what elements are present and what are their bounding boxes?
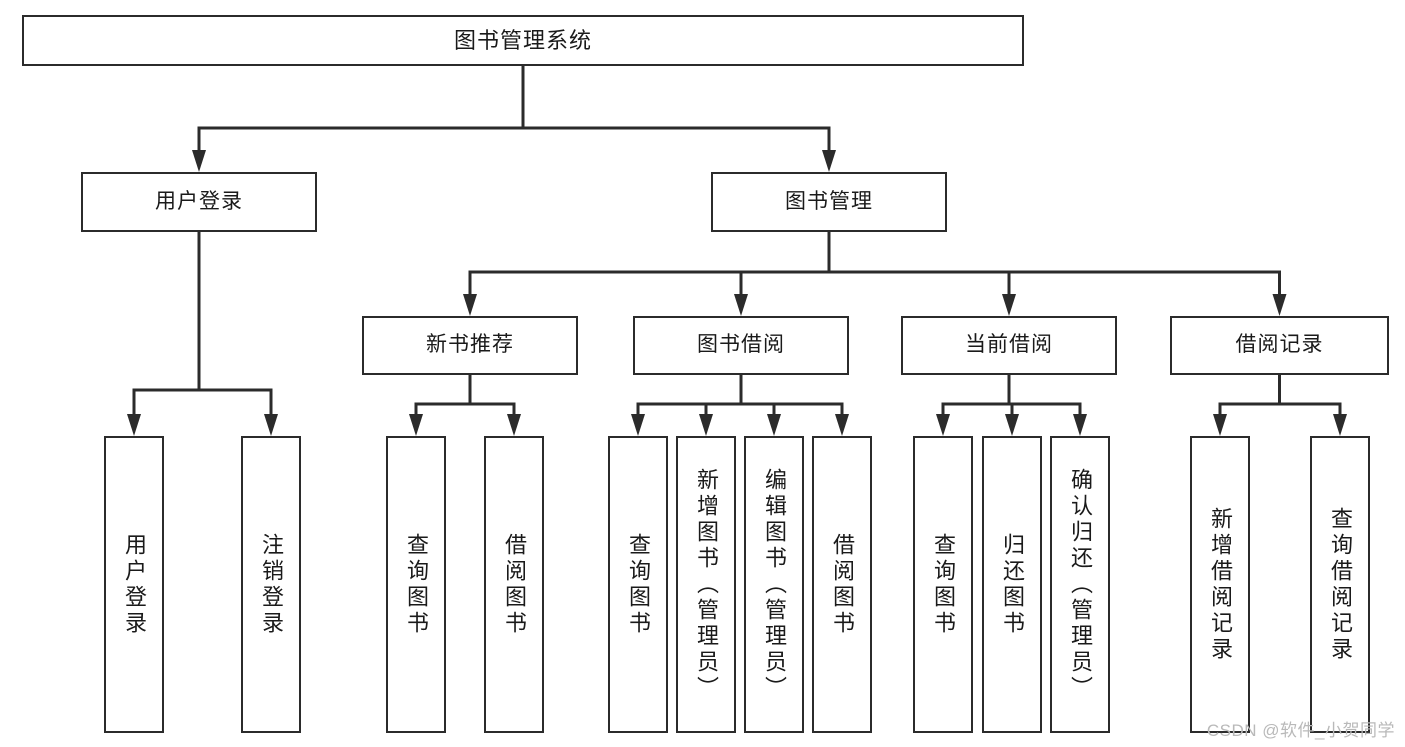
node-label: 确认归还（管理员） — [1067, 467, 1093, 702]
node-leaf-cur-return[interactable]: 归还图书 — [982, 436, 1042, 733]
arrowhead-icon — [409, 414, 423, 436]
node-leaf-book-add[interactable]: 新增图书（管理员） — [676, 436, 736, 733]
arrowhead-icon — [767, 414, 781, 436]
node-leaf-book-edit[interactable]: 编辑图书（管理员） — [744, 436, 804, 733]
node-label: 查询图书 — [403, 532, 429, 637]
node-leaf-user-login[interactable]: 用户登录 — [104, 436, 164, 733]
node-book-manage[interactable]: 图书管理 — [711, 172, 947, 232]
node-label: 查询借阅记录 — [1327, 506, 1353, 663]
arrowhead-icon — [835, 414, 849, 436]
node-label: 查询图书 — [930, 532, 956, 637]
arrowhead-icon — [127, 414, 141, 436]
node-borrow-record[interactable]: 借阅记录 — [1170, 316, 1389, 375]
node-book-borrow[interactable]: 图书借阅 — [633, 316, 849, 375]
arrowhead-icon — [1213, 414, 1227, 436]
arrowhead-icon — [1073, 414, 1087, 436]
node-label: 编辑图书（管理员） — [761, 467, 787, 702]
arrowhead-icon — [192, 150, 206, 172]
watermark-text: CSDN @软件_小贺同学 — [1206, 721, 1395, 740]
node-leaf-rec-add[interactable]: 新增借阅记录 — [1190, 436, 1250, 733]
node-label: 图书管理系统 — [453, 27, 592, 53]
node-leaf-rec-search[interactable]: 查询借阅记录 — [1310, 436, 1370, 733]
node-leaf-borrow-query[interactable]: 查询图书 — [608, 436, 668, 733]
arrowhead-icon — [936, 414, 950, 436]
node-user-login[interactable]: 用户登录 — [81, 172, 317, 232]
node-label: 用户登录 — [121, 532, 147, 637]
node-leaf-rec-query[interactable]: 查询图书 — [386, 436, 446, 733]
node-label: 查询图书 — [625, 532, 651, 637]
node-leaf-user-logout[interactable]: 注销登录 — [241, 436, 301, 733]
arrowhead-icon — [822, 150, 836, 172]
arrowhead-icon — [699, 414, 713, 436]
arrowhead-icon — [1272, 294, 1287, 316]
node-new-book-rec[interactable]: 新书推荐 — [362, 316, 578, 375]
node-label: 新增借阅记录 — [1207, 506, 1233, 663]
arrowhead-icon — [507, 414, 521, 436]
node-label: 借阅图书 — [829, 532, 855, 637]
node-leaf-cur-confirm[interactable]: 确认归还（管理员） — [1050, 436, 1110, 733]
node-label: 用户登录 — [155, 189, 243, 213]
arrowhead-icon — [264, 414, 278, 436]
arrowhead-icon — [734, 294, 748, 316]
node-label: 图书管理 — [785, 189, 873, 213]
node-label: 借阅记录 — [1235, 333, 1324, 357]
arrowhead-icon — [631, 414, 645, 436]
arrowhead-icon — [1002, 294, 1016, 316]
arrowhead-icon — [463, 294, 477, 316]
node-label: 图书借阅 — [697, 333, 785, 357]
node-label: 归还图书 — [999, 532, 1025, 637]
node-label: 新书推荐 — [426, 333, 514, 357]
node-root[interactable]: 图书管理系统 — [22, 15, 1024, 66]
node-label: 新增图书（管理员） — [693, 467, 719, 702]
node-leaf-cur-query[interactable]: 查询图书 — [913, 436, 973, 733]
node-leaf-rec-borrow[interactable]: 借阅图书 — [484, 436, 544, 733]
node-current-borrow[interactable]: 当前借阅 — [901, 316, 1117, 375]
node-label: 当前借阅 — [965, 333, 1053, 357]
arrowhead-icon — [1333, 414, 1347, 436]
node-leaf-borrow-book[interactable]: 借阅图书 — [812, 436, 872, 733]
node-label: 注销登录 — [258, 532, 284, 637]
node-label: 借阅图书 — [501, 532, 527, 637]
arrowhead-icon — [1005, 414, 1019, 436]
